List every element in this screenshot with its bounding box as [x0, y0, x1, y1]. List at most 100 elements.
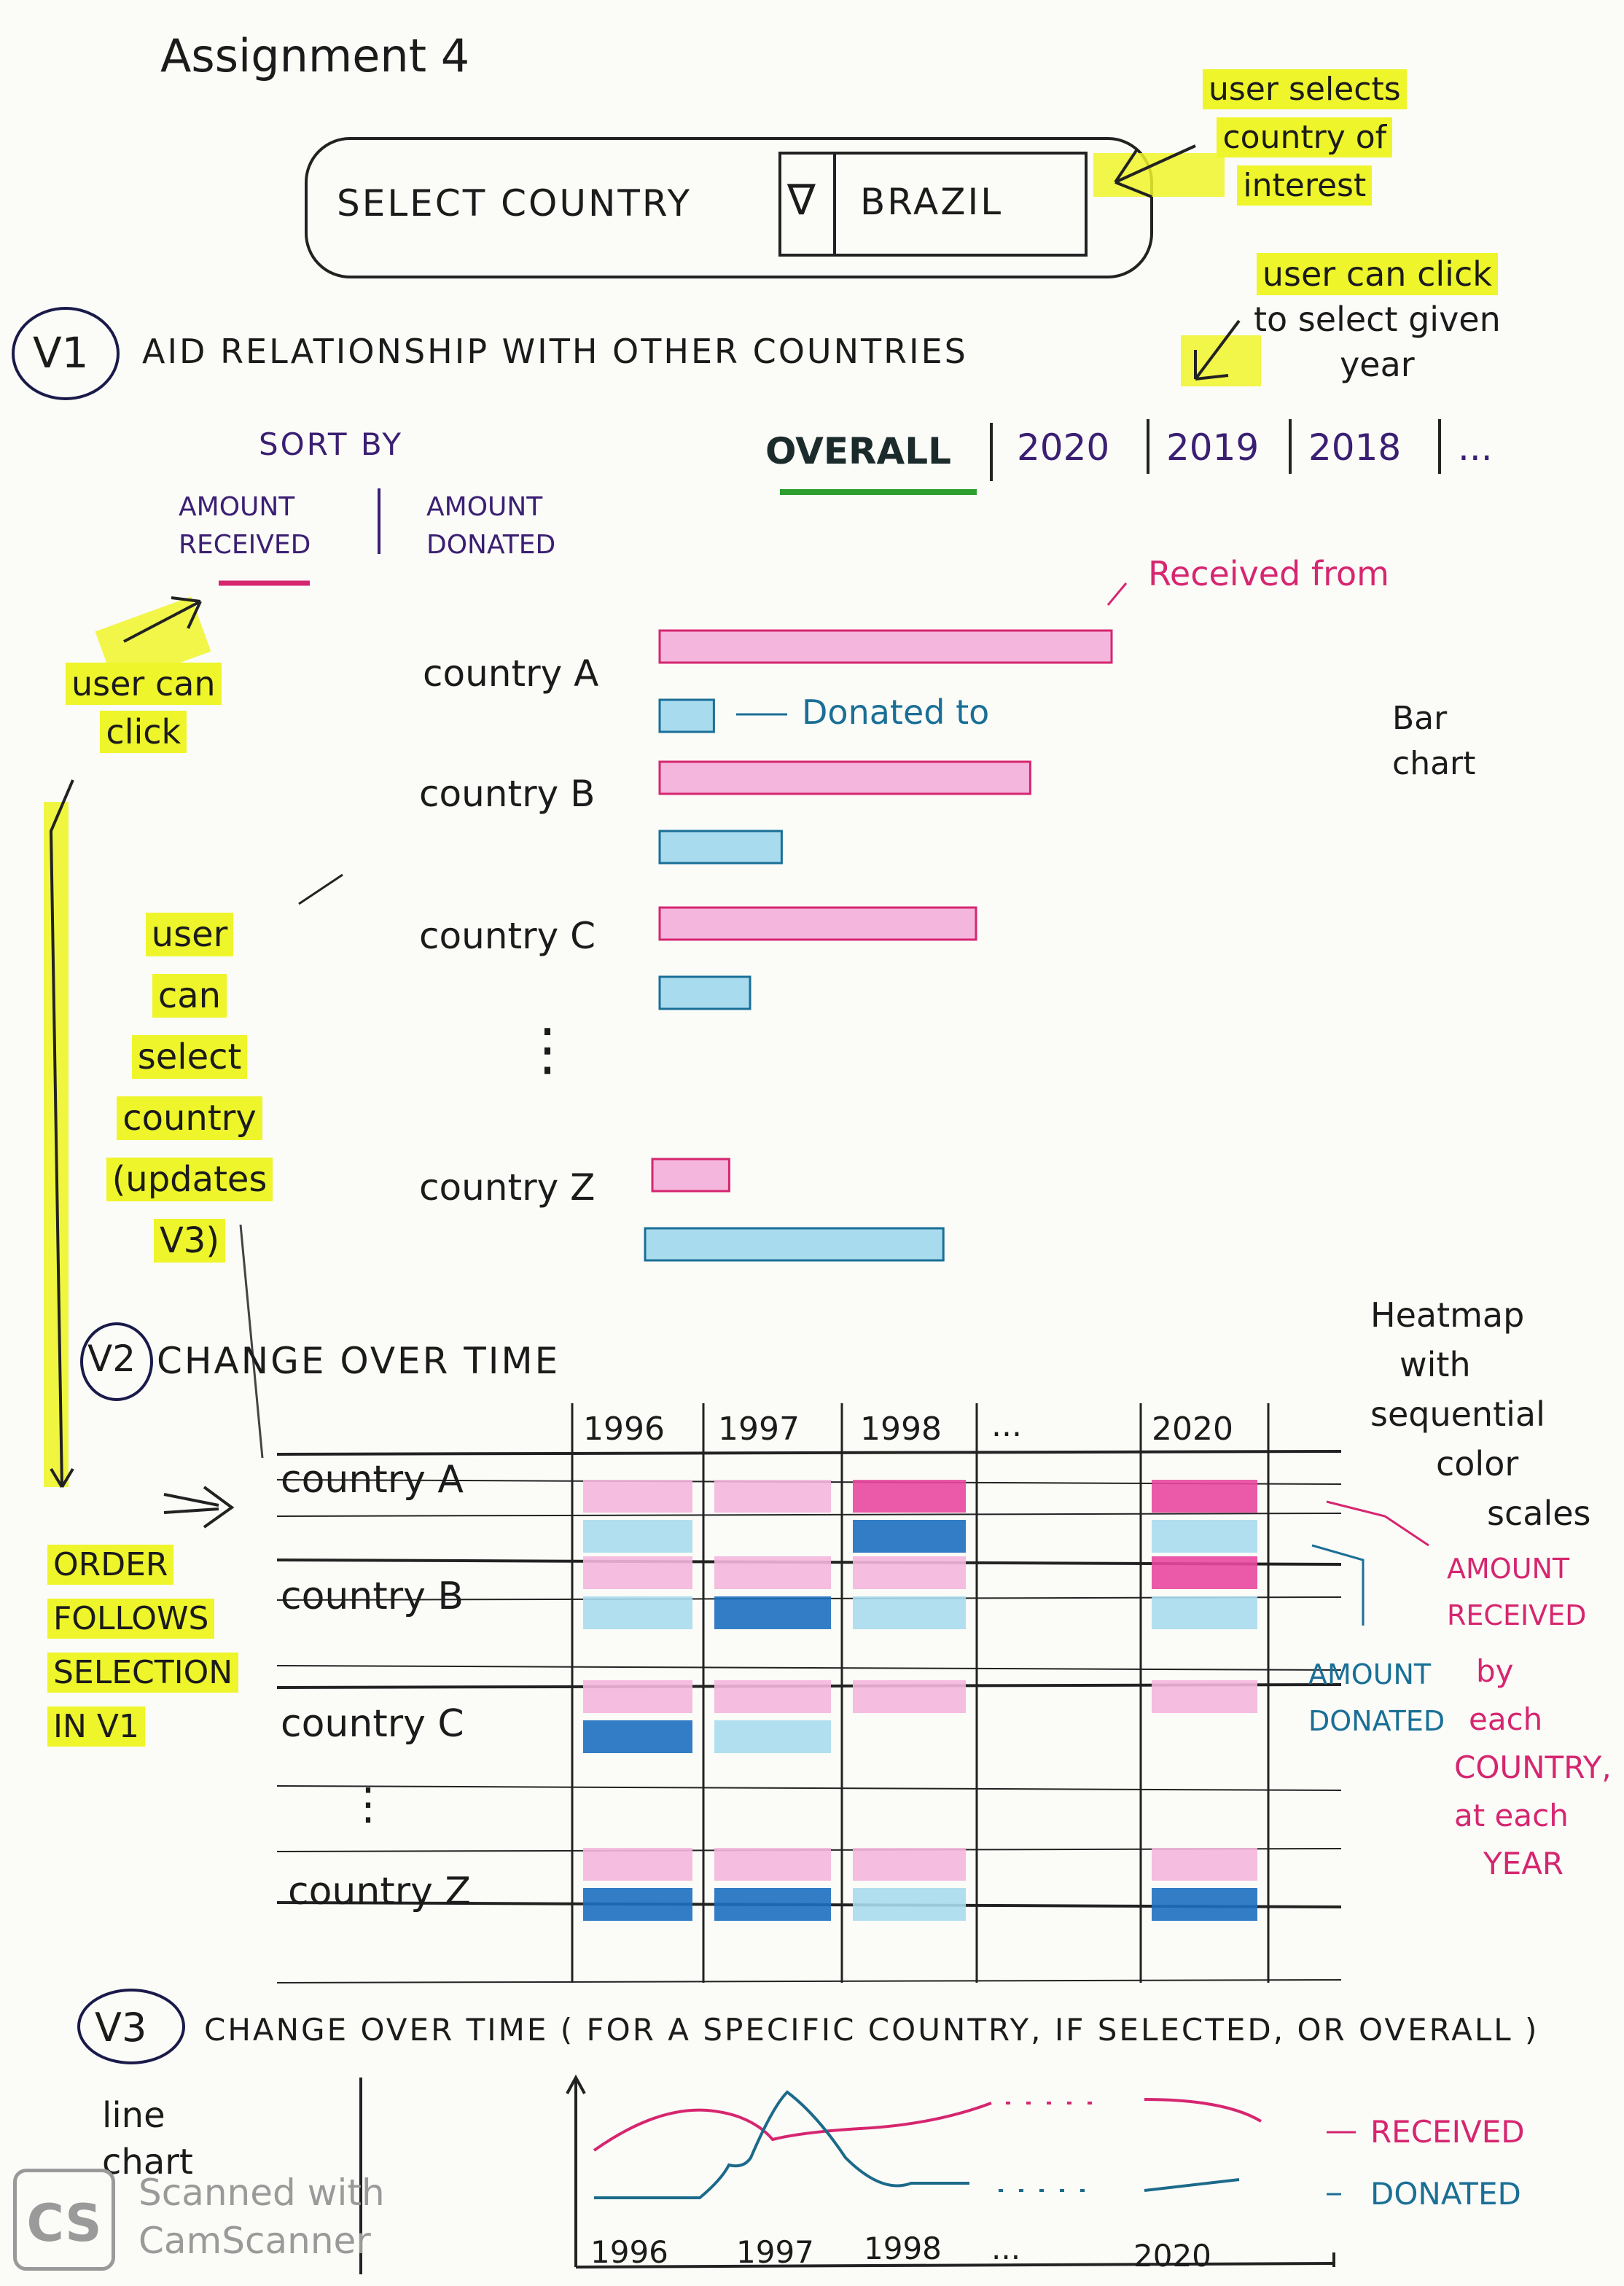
heatmap-donated-cell [583, 1888, 692, 1921]
received-from-label: Received from [1148, 554, 1389, 593]
heatmap-year-label: 1997 [718, 1411, 800, 1448]
scan-logo: CS [13, 2169, 115, 2271]
heatmap-year-label: 1998 [860, 1411, 942, 1448]
heatmap-received-cell [853, 1556, 966, 1589]
note-by-each: by each COUNTRY, at each YEAR [1454, 1653, 1612, 1881]
arrow-icon [50, 1467, 74, 1489]
heatmap-donated-cell [853, 1520, 966, 1553]
sort-option-received[interactable]: AMOUNT RECEIVED [179, 492, 311, 560]
note-user-click-year: user can click to select given year [1254, 253, 1501, 384]
v1-donated-bar [658, 830, 783, 865]
heatmap-received-cell [1152, 1556, 1257, 1589]
note-user-select-country: user can select country (updates V3) [95, 904, 284, 1271]
selector-dropdown-box [778, 152, 1088, 257]
v1-ellipsis: ⋮ [519, 1017, 576, 1082]
sort-by-label: SORT BY [259, 426, 404, 462]
v3-legend-received: RECEIVED [1370, 2114, 1525, 2150]
v2-badge-circle [80, 1322, 153, 1401]
v1-row-label[interactable]: country C [419, 915, 596, 957]
heatmap-donated-cell [1152, 1888, 1257, 1921]
arrow-icon [163, 1486, 235, 1529]
tab-2020[interactable]: 2020 [1017, 426, 1110, 469]
v1-donated-bar [658, 975, 752, 1010]
v1-row-label[interactable]: country B [419, 773, 596, 815]
v1-received-bar [658, 629, 1113, 664]
heatmap-received-cell [583, 1480, 692, 1513]
heatmap-donated-cell [853, 1888, 966, 1921]
note-order-follows: ORDER FOLLOWS SELECTION IN V1 [47, 1538, 239, 1754]
v3-received-line [593, 2102, 992, 2152]
v1-donated-bar [644, 1227, 945, 1262]
heatmap-donated-cell [714, 1888, 831, 1921]
tab-overall[interactable]: OVERALL [765, 430, 951, 472]
arrow-icon [1194, 319, 1241, 381]
v3-donated-line [594, 2090, 969, 2199]
heatmap-donated-cell [1152, 1520, 1257, 1553]
heatmap-donated-cell [714, 1596, 831, 1629]
scan-watermark: Scanned with CamScanner [138, 2172, 385, 2262]
heatmap-ellipsis: ⋮ [346, 1779, 390, 1830]
v2-title: CHANGE OVER TIME [157, 1340, 561, 1382]
v1-row-label[interactable]: country Z [419, 1166, 596, 1209]
v3-legend-donated: DONATED [1370, 2176, 1521, 2212]
selector-outline [305, 137, 1153, 278]
sort-option-donated[interactable]: AMOUNT DONATED [426, 492, 556, 560]
v3-x-axis [575, 2262, 1335, 2269]
heatmap-row-label[interactable]: country B [281, 1575, 464, 1618]
v3-x-tick: 2020 [1133, 2238, 1211, 2274]
heatmap-donated-cell [583, 1596, 692, 1629]
heatmap-donated-cell [583, 1720, 692, 1753]
heatmap-row-label[interactable]: country C [281, 1702, 464, 1746]
tab-more[interactable]: ... [1458, 426, 1493, 469]
select-country-label: SELECT COUNTRY [337, 182, 692, 225]
country-dropdown-value[interactable]: BRAZIL [860, 181, 1004, 223]
heatmap-year-label: 1996 [583, 1411, 665, 1448]
tab-2019[interactable]: 2019 [1166, 426, 1260, 469]
v1-badge-circle [12, 307, 120, 400]
heatmap-donated-cell [853, 1596, 966, 1629]
heatmap-donated-cell [714, 1720, 831, 1753]
v3-title: CHANGE OVER TIME ( FOR A SPECIFIC COUNTR… [204, 2012, 1539, 2048]
heatmap-received-cell [583, 1680, 692, 1713]
heatmap-received-cell [853, 1848, 966, 1881]
arrow-icon [1114, 144, 1196, 198]
v3-badge-circle [77, 1989, 185, 2064]
v1-title: AID RELATIONSHIP WITH OTHER COUNTRIES [142, 332, 968, 371]
note-bar-chart: Bar chart [1392, 700, 1476, 782]
v1-received-bar [658, 906, 977, 941]
heatmap-received-cell [583, 1848, 692, 1881]
heatmap-received-cell [714, 1480, 831, 1513]
v2-badge: V2 [87, 1338, 136, 1380]
v3-x-tick: 1997 [736, 2234, 814, 2270]
heatmap-donated-cell [1152, 1596, 1257, 1629]
heatmap-received-cell [1152, 1480, 1257, 1513]
v3-x-tick: ... [991, 2231, 1021, 2266]
legend-amount-received: AMOUNT RECEIVED [1447, 1553, 1587, 1631]
v3-x-tick: 1998 [864, 2231, 942, 2266]
v1-badge: V1 [33, 328, 89, 378]
arrow-icon [566, 2074, 586, 2094]
heatmap-received-cell [714, 1848, 831, 1881]
heatmap-received-cell [1152, 1848, 1257, 1881]
note-user-can-click: user can click [66, 660, 222, 756]
v1-received-bar [658, 760, 1031, 795]
v3-x-tick: 1996 [590, 2234, 668, 2270]
dropdown-arrow-icon[interactable]: ∇ [787, 175, 816, 225]
note-line-chart: line chart [102, 2095, 193, 2182]
note-heatmap: Heatmap with sequential color scales [1370, 1295, 1591, 1533]
heatmap-received-cell [853, 1680, 966, 1713]
page-title: Assignment 4 [160, 29, 470, 82]
heatmap-row-label[interactable]: country A [281, 1458, 464, 1502]
v1-received-bar [651, 1158, 730, 1193]
heatmap-row-label[interactable]: country Z [288, 1870, 472, 1914]
heatmap-received-cell [714, 1556, 831, 1589]
v1-row-label[interactable]: country A [423, 652, 599, 695]
arrow-icon [123, 596, 202, 643]
heatmap-received-cell [714, 1680, 831, 1713]
heatmap-donated-cell [583, 1520, 692, 1553]
tab-2018[interactable]: 2018 [1308, 426, 1402, 469]
heatmap-received-cell [583, 1556, 692, 1589]
